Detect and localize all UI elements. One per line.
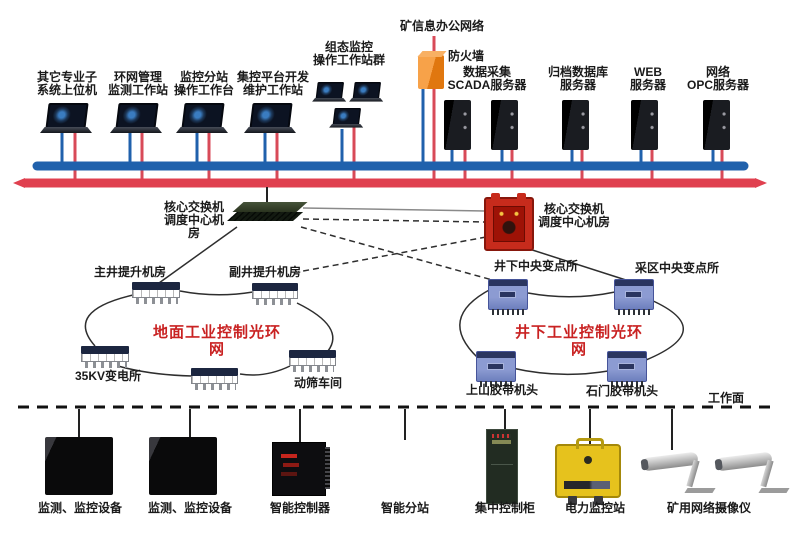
- power-monitor-station-label: 电力监控站: [564, 501, 625, 515]
- laptop-icon: [244, 103, 296, 133]
- core-switch-right-label: 核心交换机 调度中心机房: [537, 202, 610, 229]
- workstation-other-subsystem-label: 其它专业子 系统上位机: [36, 70, 97, 97]
- smart-substation-label: 智能分站: [380, 501, 429, 515]
- gate-belt-head-label: 石门胶带机头: [585, 384, 658, 398]
- server-tower-icon: [703, 100, 730, 150]
- underground-central-sub-label: 井下中央变点所: [493, 259, 578, 273]
- screening-plant-label: 动筛车间: [293, 376, 342, 390]
- control-cabinet-icon: [486, 429, 518, 504]
- monitoring-device-label: 监测、监控设备: [37, 501, 122, 515]
- district-central-sub-label: 采区中央变点所: [634, 261, 719, 275]
- control-cabinet-label: 集中控制柜: [474, 501, 535, 515]
- underground-ring-title: 井下工业控制光环网: [514, 324, 643, 358]
- archive-db-server-label: 归档数据库 服务器: [547, 65, 608, 92]
- opc-server-label: 网络 OPC服务器: [686, 65, 749, 92]
- red-bus-right-arrow: [755, 178, 767, 188]
- power-monitor-station-icon: [555, 438, 621, 505]
- ground-ring-node-icon: [191, 368, 238, 390]
- main-shaft-hoist-label: 主井提升机房: [93, 265, 166, 279]
- server-tower-icon: [562, 100, 589, 150]
- underground-ring-node-icon: [476, 351, 516, 387]
- laptop-icon: [176, 103, 228, 133]
- flameproof-switch-panel: [493, 206, 525, 242]
- red-bus-left-arrow: [13, 178, 25, 188]
- network-camera-icon: [715, 448, 790, 494]
- core-switch-icon: [224, 200, 310, 226]
- network-camera-label: 矿用网络摄像仪: [666, 501, 751, 515]
- aux-shaft-hoist-label: 副井提升机房: [228, 265, 301, 279]
- office-network-label: 矿信息办公网络: [399, 19, 484, 33]
- bottom-drop-lines: [78, 409, 673, 450]
- network-camera-icon: [641, 448, 716, 494]
- core-switch-left-label: 核心交换机 调度中心机房: [163, 200, 224, 240]
- ground-ring-title: 地面工业控制光环网: [152, 324, 281, 358]
- smart-controller-icon: [272, 442, 330, 496]
- laptop-icon: [110, 103, 162, 133]
- substation-35kv-label: 35KV变电所: [74, 369, 142, 383]
- workstation-ring-mgmt-label: 环网管理 监测工作站: [107, 70, 168, 97]
- server-tower-icon: [444, 100, 471, 150]
- firewall-label: 防火墙: [447, 49, 484, 63]
- monitoring-device-icon: [149, 437, 217, 495]
- laptop-icon: [329, 108, 363, 128]
- server-tower-icon: [631, 100, 658, 150]
- underground-ring-node-icon: [607, 351, 647, 387]
- ground-ring-node-icon: [132, 282, 180, 304]
- smart-controller-label: 智能控制器: [269, 501, 330, 515]
- monitoring-device-label: 监测、监控设备: [147, 501, 232, 515]
- flameproof-switch-icon: [484, 193, 534, 251]
- workstation-platform-dev-label: 集控平台开发 维护工作站: [236, 70, 309, 97]
- working-face-label: 工作面: [707, 391, 744, 405]
- web-server-label: WEB 服务器: [629, 65, 666, 92]
- laptop-icon: [312, 82, 346, 102]
- laptop-icon: [349, 82, 383, 102]
- workstation-hmi-group-label: 组态监控 操作工作站群: [312, 40, 385, 67]
- workstation-substation-ops-label: 监控分站 操作工作台: [173, 70, 234, 97]
- red-drop-lines: [73, 36, 724, 183]
- scada-server-label: 数据采集 SCADA服务器: [447, 65, 527, 92]
- laptop-icon: [40, 103, 92, 133]
- firewall-icon: [418, 55, 444, 89]
- underground-fiber-ring: [459, 288, 684, 376]
- underground-ring-node-icon: [488, 279, 528, 315]
- ground-ring-node-icon: [252, 283, 298, 305]
- cable-gland: [594, 496, 603, 505]
- upslope-belt-head-label: 上山胶带机头: [465, 383, 538, 397]
- server-tower-icon: [491, 100, 518, 150]
- cable-gland: [568, 496, 577, 505]
- ground-ring-node-icon: [81, 346, 129, 368]
- monitoring-device-icon: [45, 437, 113, 495]
- ground-ring-node-icon: [289, 350, 336, 372]
- blue-drop-lines: [60, 87, 715, 166]
- core-interconnections: [158, 207, 630, 284]
- power-box-port: [584, 456, 592, 464]
- underground-ring-node-icon: [614, 279, 654, 315]
